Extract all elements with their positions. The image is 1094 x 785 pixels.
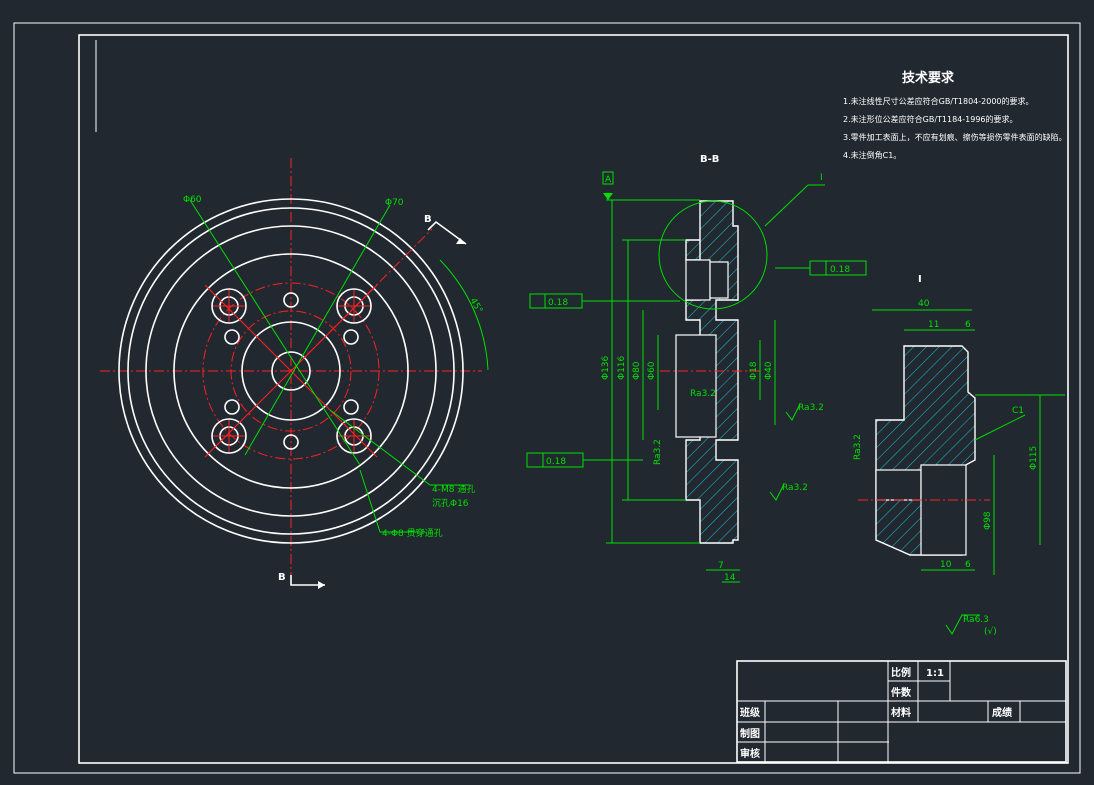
tb-class-label: 班级 [740,706,761,719]
dt-dim-top: 40 [918,299,930,309]
dim-l-1: Φ136 [601,355,611,380]
dt-dim-c: C1 [1012,406,1024,416]
title-block: 比例 1:1 件数 材料 成绩 班级 制图 审核 [736,660,1067,763]
tb-checked-label: 审核 [740,747,760,760]
dt-dim-bottom: 10 [940,560,952,570]
tech-title: 技术要求 [902,70,955,86]
outer-frame [13,22,1081,774]
tech-item-2: 2.未注形位公差应符合GB/T1184-1996的要求。 [843,114,1018,124]
rough-paren: (√) [984,626,997,637]
gtol-3: 0.18 [546,457,566,467]
ra-1: Ra3.2 [690,389,716,399]
detail-callout: I [820,173,823,183]
dt-ra: Ra3.2 [853,434,863,460]
tb-grade-label: 成绩 [992,706,1012,719]
rough-value: Ra6.3 [963,615,989,625]
dt-dim-bottom2: 6 [965,560,971,570]
tech-item-1: 1.未注线性尺寸公差应符合GB/T1804-2000的要求。 [843,96,1034,106]
note-thread-1b: 沉孔Φ16 [432,498,469,509]
note-thread-2: 4-Φ8 贯穿通孔 [382,527,443,539]
dim-angle: 45° [467,297,484,316]
dim-l-4: Φ60 [647,361,657,380]
tb-qty-label: 件数 [891,686,912,699]
dim-l-2: Φ116 [617,355,627,380]
front-view: Φ60 Φ70 45° 4-M8 通孔 沉孔Φ16 4-Φ8 贯穿通孔 B B [100,158,489,589]
gtol-1: 0.18 [548,298,568,308]
detail-title: I [918,274,922,285]
tech-item-4: 4.未注倒角C1。 [843,150,901,160]
dt-dim-dia: Φ115 [1029,446,1039,470]
detail-view: I 40 11 6 Φ115 Φ98 C1 10 6 Ra3.2 Ra6.3 (… [853,274,1065,637]
dim-hole-outer: Φ60 [183,195,202,205]
tech-item-3: 3.零件加工表面上，不应有划痕、擦伤等损伤零件表面的缺陷。 [843,132,1067,142]
dim-r-2: Φ40 [764,361,774,380]
tb-drawn-label: 制图 [740,727,760,740]
cut-b-top: B [424,214,432,225]
ra-4: Ra3.2 [782,483,808,493]
dim-b-2: 14 [724,573,736,583]
cut-b-bottom: B [278,572,286,583]
inner-frame [78,34,1069,764]
dim-r-1: Φ18 [749,361,759,380]
note-thread-1: 4-M8 通孔 [432,484,475,495]
gtol-2: 0.18 [830,265,850,275]
tech-requirements: 技术要求 1.未注线性尺寸公差应符合GB/T1804-2000的要求。 2.未注… [843,70,1067,160]
tb-material-label: 材料 [891,706,911,719]
ra-3: Ra3.2 [653,439,663,465]
dt-dim-mid: 11 [928,320,939,330]
dim-b-1: 7 [718,561,724,571]
section-title: B-B [700,154,719,165]
datum-a: A [605,175,612,185]
section-view: B-B I Φ136 Φ116 Φ80 Φ60 A Φ18 Φ40 [526,154,867,583]
dt-dim-small: 6 [965,320,971,330]
ra-2: Ra3.2 [798,403,824,413]
dt-dim-dia2: Φ98 [983,511,993,530]
dim-l-3: Φ80 [632,361,642,380]
dim-hole-inner: Φ70 [385,198,404,208]
tb-scale-label: 比例 [891,666,911,679]
tb-scale-value: 1:1 [926,668,944,679]
